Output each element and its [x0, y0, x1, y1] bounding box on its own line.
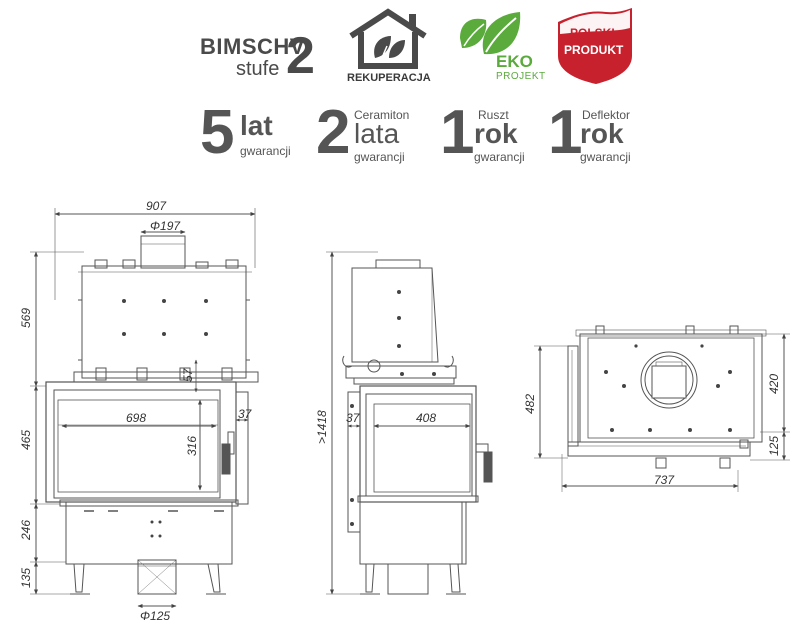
dim-front-top-height: 569 — [19, 308, 33, 328]
dim-side-offset: 37 — [346, 411, 361, 425]
warranty-unit: lata — [354, 118, 400, 149]
dim-plan-depth: 482 — [523, 394, 537, 414]
warranty-top: Deflektor — [582, 108, 631, 122]
warranty-2-lata: 2 Ceramiton lata gwarancji — [316, 100, 426, 168]
warranty-1-rok-deflektor: 1 Deflektor rok gwarancji — [548, 100, 648, 168]
warranty-unit: rok — [580, 118, 624, 149]
plan-view — [534, 325, 790, 492]
dim-front-air-inlet: Φ125 — [140, 609, 170, 623]
warranty-unit: lat — [240, 110, 273, 141]
dim-side-glass-width: 408 — [416, 411, 436, 425]
warranty-number: 1 — [548, 98, 583, 167]
dim-plan-width: 737 — [654, 473, 675, 487]
technical-drawing: 907 Φ197 569 465 246 135 698 316 57 37 Φ… — [19, 199, 790, 623]
projekt-label: PROJEKT — [496, 71, 546, 82]
warranty-sub: gwarancji — [240, 144, 291, 158]
dim-front-leg-height: 135 — [19, 568, 33, 588]
rekuperacja-label: REKUPERACJA — [347, 72, 431, 84]
bimschv-title: BIMSCHV — [200, 34, 305, 59]
dim-front-offset-top: 57 — [181, 367, 195, 382]
warranty-sub: gwarancji — [580, 150, 631, 164]
bimschv-number: 2 — [286, 27, 315, 85]
warranty-sub: gwarancji — [354, 150, 405, 164]
house-leaf-icon — [349, 8, 427, 69]
warranty-top: Ceramiton — [354, 108, 410, 122]
dim-plan-rear-offset: 125 — [767, 436, 781, 456]
front-view — [30, 208, 259, 608]
bimschv-stufe: stufe — [236, 58, 280, 80]
polski-produkt-badge: POLSKI PRODUKT — [556, 6, 634, 88]
dim-front-door-height: 465 — [19, 430, 33, 450]
flag-badge-icon — [558, 8, 632, 84]
warranty-top: Ruszt — [478, 108, 509, 122]
warranty-number: 2 — [316, 98, 351, 167]
warranty-5-lat: 5 lat gwarancji — [200, 100, 310, 168]
dim-front-width: 907 — [146, 199, 167, 213]
warranty-1-rok-ruszt: 1 Ruszt rok gwarancji — [440, 100, 540, 168]
dim-plan-inner-depth: 420 — [767, 374, 781, 394]
side-view — [326, 251, 493, 595]
warranty-number: 5 — [200, 98, 235, 167]
dim-front-base-height: 246 — [19, 520, 33, 541]
rekuperacja-badge: REKUPERACJA — [345, 6, 431, 90]
produkt-label: PRODUKT — [564, 43, 624, 57]
bimschv-badge: BIMSCHV stufe 2 — [196, 27, 326, 85]
dim-side-total-height: >1418 — [315, 410, 329, 444]
warranty-sub: gwarancji — [474, 150, 525, 164]
polski-label: POLSKI — [570, 26, 615, 40]
dim-front-flue: Φ197 — [150, 219, 181, 233]
leaves-icon — [460, 12, 521, 55]
dim-front-glass-height: 316 — [185, 436, 199, 456]
eko-label: EKO — [496, 52, 533, 71]
dim-front-glass-width: 698 — [126, 411, 146, 425]
certification-badges: BIMSCHV stufe 2 REKUPERACJA EKO PROJEKT — [0, 0, 800, 180]
warranty-number: 1 — [440, 98, 475, 167]
warranty-unit: rok — [474, 118, 518, 149]
dim-front-side-depth: 37 — [238, 407, 253, 421]
eko-projekt-badge: EKO PROJEKT — [456, 8, 546, 88]
